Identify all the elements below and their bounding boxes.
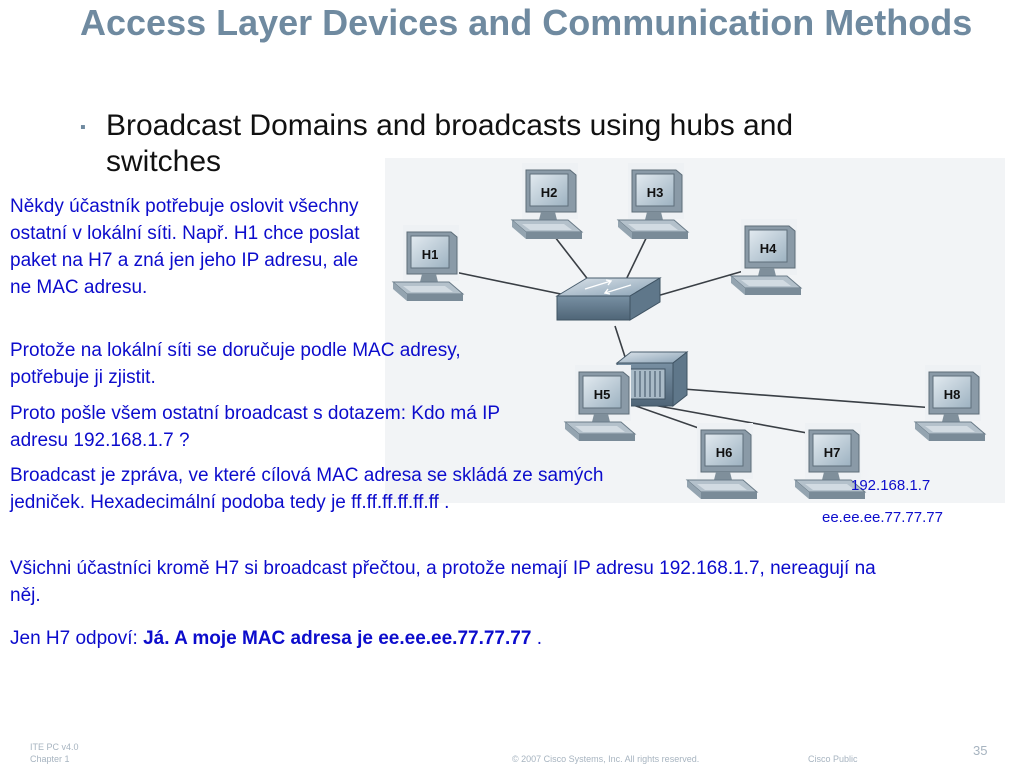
paragraph-broadcast-definition: Broadcast je zpráva, ve které cílová MAC… [10, 465, 604, 513]
host-h8: H8 [914, 364, 986, 442]
host-h7: H7 [794, 422, 866, 500]
paragraph-intro: Někdy účastník potřebuje oslovit všechny… [10, 196, 360, 298]
square-bullet-icon: ▪ [80, 119, 86, 136]
svg-text:H6: H6 [716, 445, 733, 460]
footer-copyright: © 2007 Cisco Systems, Inc. All rights re… [512, 754, 700, 764]
svg-text:H1: H1 [422, 247, 439, 262]
reply-bold: Já. A moje MAC adresa je ee.ee.ee.77.77.… [143, 628, 532, 649]
paragraph-broadcast-query: Proto pošle všem ostatní broadcast s dot… [10, 403, 500, 451]
paragraph-others-ignore: Všichni účastníci kromě H7 si broadcast … [10, 558, 876, 606]
bullet-item: ▪ Broadcast Domains and broadcasts using… [80, 108, 900, 180]
footer-classification: Cisco Public [808, 754, 858, 764]
svg-text:H5: H5 [594, 387, 611, 402]
footer-course: ITE PC v4.0 [30, 742, 79, 752]
svg-text:H7: H7 [824, 445, 841, 460]
host-h6: H6 [686, 422, 758, 500]
paragraph-mac-delivery: Protože na lokální síti se doručuje podl… [10, 340, 461, 388]
paragraph-h7-reply: Jen H7 odpoví: Já. A moje MAC adresa je … [10, 625, 910, 652]
host-h5: H5 [564, 364, 636, 442]
host-h4: H4 [730, 218, 802, 296]
svg-text:H3: H3 [647, 185, 664, 200]
host-h2: H2 [511, 162, 583, 240]
bullet-text: Broadcast Domains and broadcasts using h… [106, 109, 794, 178]
h7-mac-address: ee.ee.ee.77.77.77 [822, 509, 943, 526]
svg-text:H2: H2 [541, 185, 558, 200]
footer-page-number: 35 [973, 743, 988, 758]
svg-text:H8: H8 [944, 387, 961, 402]
slide-title: Access Layer Devices and Communication M… [80, 2, 973, 43]
network-diagram: H1 H2 H3 H4 H5 H6 H7 H8 [385, 158, 1005, 503]
host-h1: H1 [392, 224, 464, 302]
footer-chapter: Chapter 1 [30, 754, 70, 764]
reply-prefix: Jen H7 odpoví: [10, 628, 144, 649]
host-h3: H3 [617, 162, 689, 240]
reply-suffix: . [531, 628, 542, 649]
switch-icon [555, 277, 662, 321]
svg-text:H4: H4 [760, 241, 777, 256]
h7-ip-address: 192.168.1.7 [851, 477, 931, 494]
network-links [444, 227, 936, 439]
